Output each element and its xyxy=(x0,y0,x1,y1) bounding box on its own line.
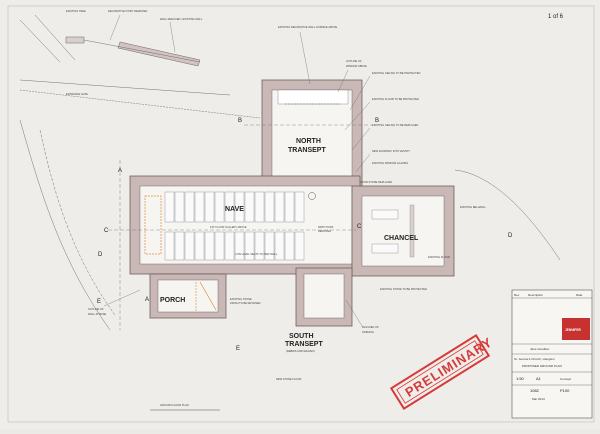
section-e-right: E xyxy=(236,346,240,352)
section-a-top: A xyxy=(118,168,122,174)
section-e-left: E xyxy=(97,299,101,305)
tb-size: A1 xyxy=(536,376,542,381)
drawing-title: GROUND FLOOR PLAN xyxy=(160,403,189,407)
note-wall-reduced: WALL REDUCED / EXISTING WALL xyxy=(160,17,203,21)
tb-drawing: PROPOSED GROUND PLAN xyxy=(522,364,562,368)
note-window-glazing: EXISTING WINDOW GLAZING xyxy=(372,161,408,165)
nave: NAVE 1ST FLOOR GALLERY ABOVE LOW LEVEL S… xyxy=(129,175,361,275)
north-transept: NORTH TRANSEPT xyxy=(261,79,363,187)
note-ceiling-replaced: EXISTING CEILING TO BE REPLACED xyxy=(372,123,418,127)
north-transept-label-1: NORTH xyxy=(296,138,321,145)
south-transept-sub: (DEBRIS AND GRAVES) xyxy=(286,349,315,353)
tb-job-no: 1082 xyxy=(530,388,540,393)
section-c-right: C xyxy=(357,224,362,230)
chancel-label: CHANCEL xyxy=(384,235,419,242)
sheet-border xyxy=(7,5,595,423)
section-b-right: B xyxy=(375,118,379,124)
tb-scale: 1:50 xyxy=(516,376,525,381)
tb-client: Jane Goudilon xyxy=(530,347,550,351)
section-c-left: C xyxy=(104,228,109,234)
north-right-notes: EXISTING CEILING TO BE PROTECTED EXISTIN… xyxy=(344,71,420,173)
entrance-detail: ENTRANCE GATE EXISTING TREE DECORATIVE I… xyxy=(19,9,261,119)
tb-rev: Rev xyxy=(514,293,520,297)
bottom-note-1: EXISTING STONE TO BE PROTECTED xyxy=(380,287,427,291)
section-markers: A A B B C C D D E E xyxy=(97,118,513,352)
tb-date: Date xyxy=(576,293,583,297)
blocked-opening-2: OPENING xyxy=(362,330,374,334)
tb-status: Concept xyxy=(560,377,571,381)
site-boundary-west xyxy=(19,119,111,331)
south-transept: SOUTH TRANSEPT (DEBRIS AND GRAVES) xyxy=(285,267,353,353)
partitions-note-2: REMOVED xyxy=(318,229,331,233)
architect-logo-text: JENNIFER xyxy=(565,328,581,332)
nave-note-seats: LOW LEVEL SEATS TO PEW WALL xyxy=(235,252,278,256)
section-b-left: B xyxy=(238,118,242,124)
tb-description: Description xyxy=(528,293,543,297)
section-a-bottom: A xyxy=(145,297,149,303)
outline-window-2: WINDOW ABOVE xyxy=(346,64,367,68)
tb-drawing-no: P100 xyxy=(560,388,570,393)
bottom-note-2: NEW STONE FLOOR xyxy=(276,377,301,381)
south-transept-label-2: TRANSEPT xyxy=(285,341,323,348)
north-transept-label-2: TRANSEPT xyxy=(288,147,326,154)
note-door-stone: DOOR STONE REPLACED xyxy=(360,180,392,184)
nave-pews xyxy=(164,191,305,261)
section-d-left: D xyxy=(98,252,103,258)
chancel: CHANCEL EXISTING BELLWALL DOOR STONE REP… xyxy=(351,180,487,277)
note-existing-floor: EXISTING FLOOR xyxy=(428,255,450,259)
partitions-note-1: PARTITIONS xyxy=(318,225,334,229)
blocked-opening-1: BLOCKED UP xyxy=(362,325,379,329)
entrance-gate-label: ENTRANCE GATE xyxy=(66,92,88,96)
note-bellwall: EXISTING BELLWALL xyxy=(460,205,487,209)
outline-wall-1: OUTLINE OF xyxy=(88,307,104,311)
south-transept-label-1: SOUTH xyxy=(289,333,314,340)
note-ceiling-protected: EXISTING CEILING TO BE PROTECTED xyxy=(372,71,420,75)
west-area-highlight xyxy=(144,195,162,255)
tb-project: St. Jeronie's Church, Llangwm xyxy=(514,357,555,361)
architect-logo xyxy=(562,318,590,340)
path-edge-west xyxy=(39,129,116,316)
note-decorative-ivory: DECORATIVE IVORY REMOVED xyxy=(108,9,147,13)
note-existing-tree: EXISTING TREE xyxy=(66,9,86,13)
note-wall-cornice: EXISTING DECORATIVE WALL CORNICE ABOVE xyxy=(278,25,338,29)
tb-date-value: Mar 2014 xyxy=(532,397,545,401)
outline-window-1: OUTLINE OF xyxy=(346,59,362,63)
nave-note-gallery: 1ST FLOOR GALLERY ABOVE xyxy=(210,225,247,229)
note-new-doorway: NEW DOORWAY INTO VESTRY xyxy=(372,149,410,153)
site-boundary-east xyxy=(454,169,561,261)
outline-wall-2: WALL AT BASE xyxy=(88,312,106,316)
porch-note-1: EXISTING STONE xyxy=(230,297,252,301)
section-d-right: D xyxy=(508,233,513,239)
corner-note: 1 of 6 xyxy=(548,14,564,20)
porch-label: PORCH xyxy=(160,297,185,304)
title-block: Rev Description Date JENNIFER Jane Goudi… xyxy=(511,289,593,419)
nave-label: NAVE xyxy=(225,206,244,213)
font-symbol xyxy=(308,192,316,200)
note-floor-protected: EXISTING FLOOR TO BE PROTECTED xyxy=(372,97,419,101)
porch-note-2: FINISH TO BE RETAINED xyxy=(230,301,261,305)
porch: PORCH EXISTING STONE FINISH TO BE RETAIN… xyxy=(149,273,261,319)
